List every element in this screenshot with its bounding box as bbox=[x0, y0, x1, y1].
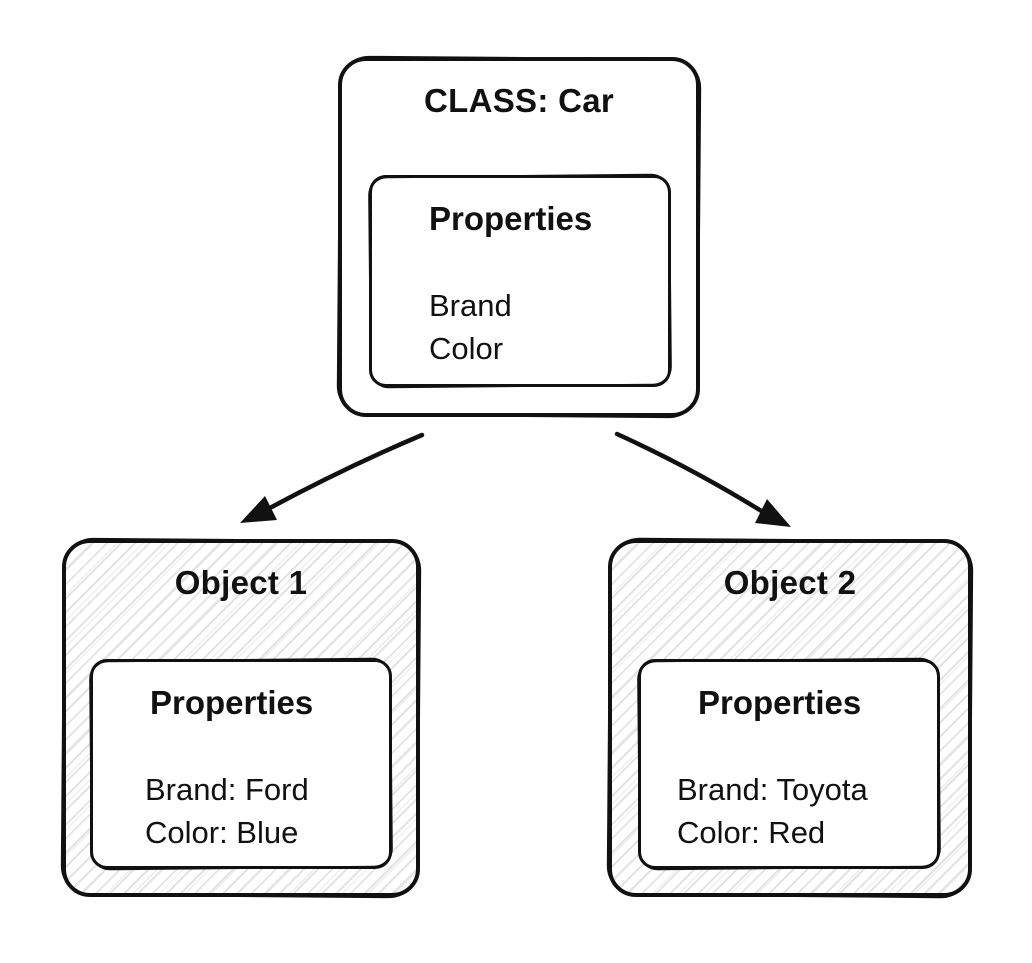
object-1-box: Object 1 Properties Brand: Ford Color: B… bbox=[62, 539, 420, 897]
object-1-properties-title: Properties bbox=[150, 684, 314, 721]
arrow-line bbox=[265, 432, 425, 512]
object-2-title: Object 2 bbox=[723, 564, 857, 601]
class-properties-title: Properties bbox=[429, 200, 593, 237]
object-1-title: Object 1 bbox=[174, 564, 308, 601]
property-item: Brand: Toyota bbox=[677, 772, 868, 807]
property-item: Color: Red bbox=[677, 815, 826, 850]
arrow-class-to-object-2 bbox=[614, 431, 791, 527]
class-properties-list: Brand Color bbox=[372, 284, 668, 370]
class-box-title: CLASS: Car bbox=[423, 82, 615, 119]
arrow-line bbox=[614, 431, 766, 515]
arrowhead-icon bbox=[240, 496, 277, 523]
class-properties-box: Properties Brand Color bbox=[369, 175, 671, 387]
object-2-properties-list: Brand: Toyota Color: Red bbox=[641, 768, 937, 854]
arrow-class-to-object-1 bbox=[240, 432, 425, 523]
object-2-properties-title: Properties bbox=[698, 684, 862, 721]
property-item: Color: Blue bbox=[145, 815, 299, 850]
object-1-properties-list: Brand: Ford Color: Blue bbox=[93, 768, 389, 854]
class-box: CLASS: Car Properties Brand Color bbox=[338, 57, 700, 417]
object-2-properties-box: Properties Brand: Toyota Color: Red bbox=[638, 659, 940, 869]
object-2-box: Object 2 Properties Brand: Toyota Color:… bbox=[608, 539, 972, 897]
property-item: Brand: Ford bbox=[145, 772, 309, 807]
property-item: Brand bbox=[429, 288, 512, 323]
property-item: Color bbox=[429, 331, 504, 366]
arrowhead-icon bbox=[755, 499, 791, 527]
object-1-properties-box: Properties Brand: Ford Color: Blue bbox=[90, 659, 392, 869]
